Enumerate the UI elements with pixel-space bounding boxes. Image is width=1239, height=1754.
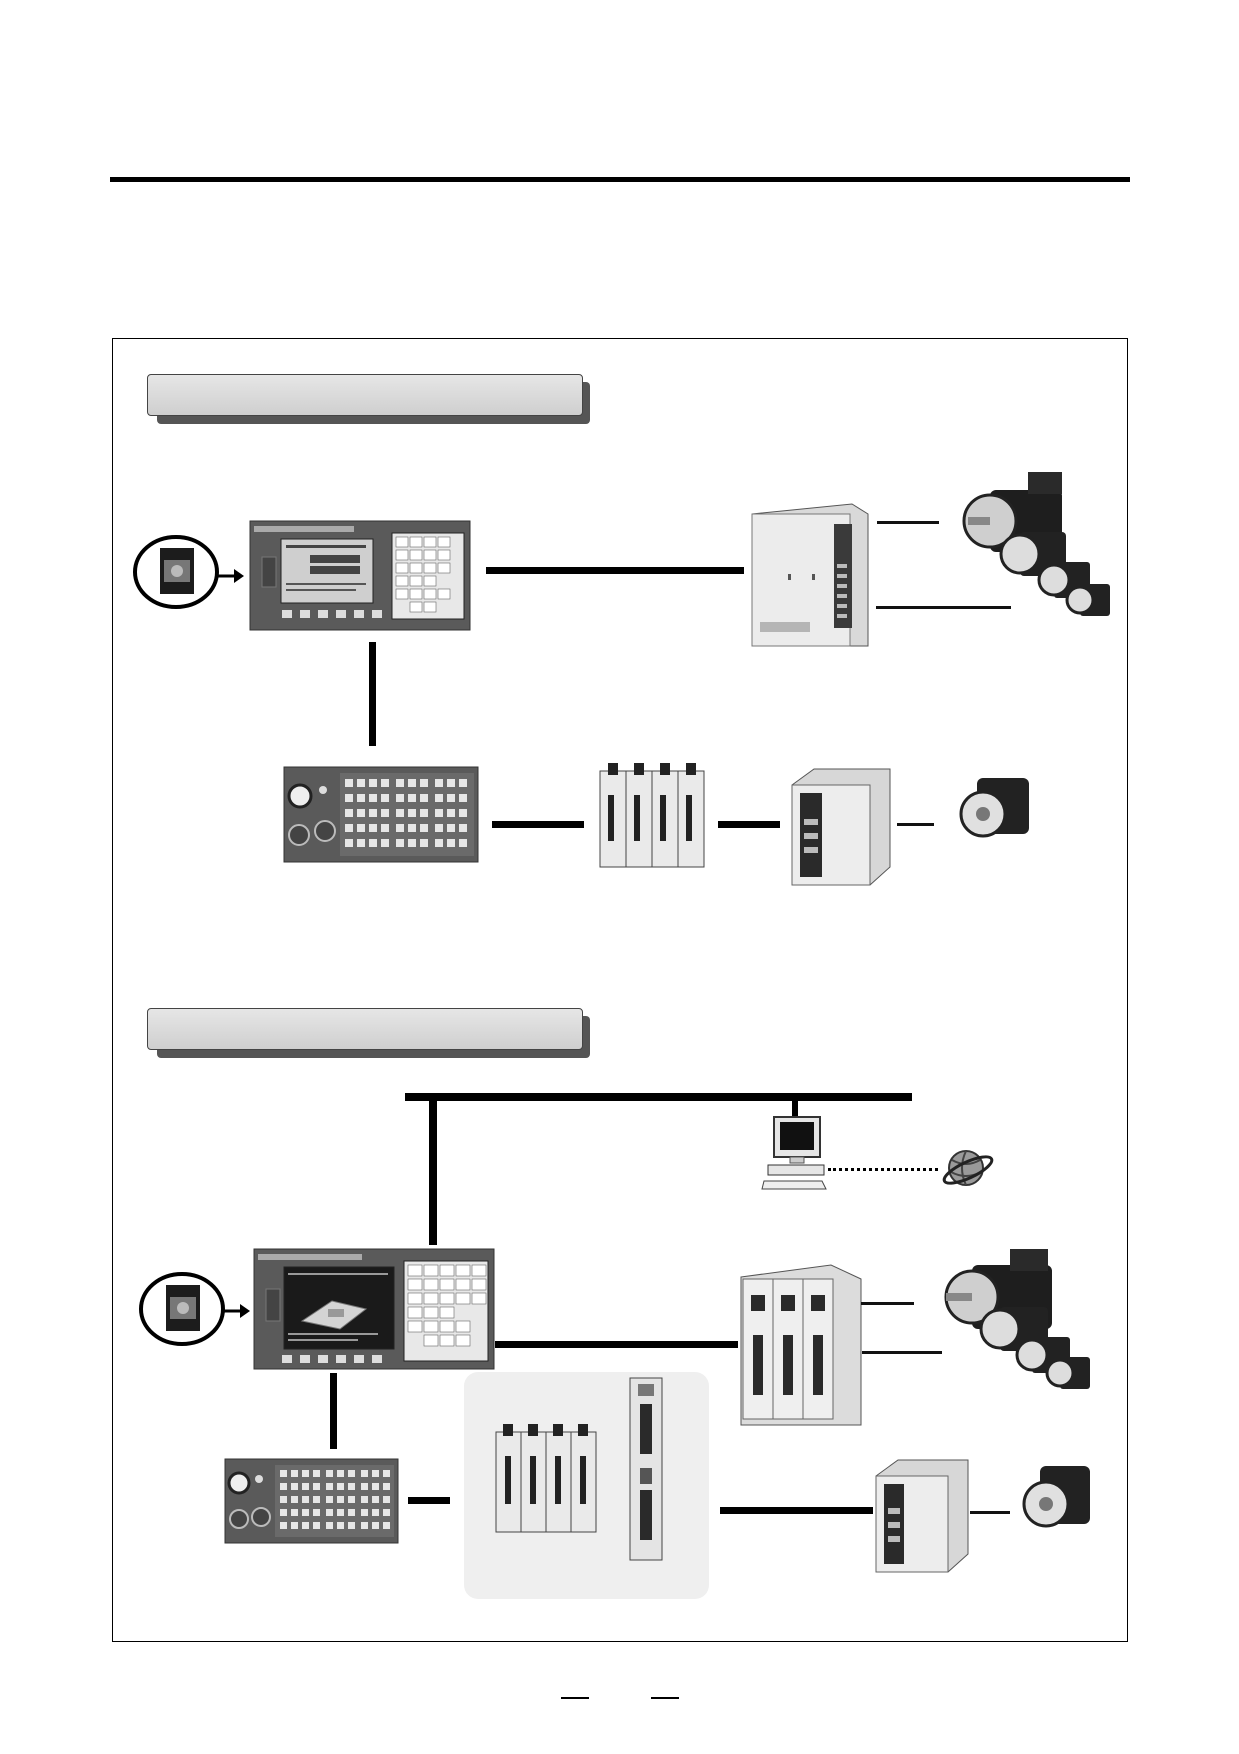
section2-banner (147, 1008, 583, 1050)
connection-line (876, 606, 1011, 609)
connection-line (862, 1351, 942, 1354)
connection-line (897, 823, 934, 826)
footer-dash-right (651, 1697, 679, 1699)
footer-dash-left (561, 1697, 589, 1699)
footer-text-right (640, 1676, 700, 1694)
personal-computer-icon (761, 1116, 827, 1190)
servo-amplifier-icon (875, 1459, 969, 1573)
connection-line (495, 1341, 738, 1348)
memory-card-icon (133, 535, 244, 609)
servo-amplifier-icon (751, 503, 869, 647)
connection-line (330, 1373, 337, 1449)
connection-line (408, 1497, 450, 1504)
servo-amplifier-icon (791, 768, 891, 886)
cnc-control-unit-icon (249, 520, 471, 631)
servo-motor-icon (962, 472, 1110, 616)
connection-line (486, 567, 744, 574)
servo-motor-icon (959, 778, 1029, 838)
memory-card-icon (139, 1272, 250, 1346)
io-module-icon (599, 763, 705, 868)
connection-line (369, 642, 376, 746)
io-board-icon (629, 1377, 663, 1561)
network-bus-line (405, 1093, 912, 1101)
connection-line (492, 821, 584, 828)
section1-banner (147, 374, 583, 416)
servo-motor-icon (944, 1249, 1090, 1389)
connection-line (720, 1507, 873, 1514)
machine-operator-panel-icon (224, 1458, 399, 1544)
footer-text-left (540, 1676, 600, 1694)
internet-globe-icon (942, 1150, 994, 1186)
connection-line (861, 1302, 914, 1305)
cnc-control-unit-icon (253, 1248, 495, 1370)
page-title (110, 140, 1130, 170)
header-rule (110, 177, 1130, 182)
io-module-icon (495, 1424, 597, 1533)
connection-line (718, 821, 780, 828)
diagram-frame (112, 338, 1128, 1642)
servo-motor-icon (1022, 1466, 1090, 1528)
connection-line (429, 1097, 437, 1245)
servo-amplifier-icon (740, 1264, 862, 1426)
connection-line (970, 1511, 1010, 1514)
connection-line (877, 521, 939, 524)
internet-link-line (828, 1168, 938, 1171)
machine-operator-panel-icon (283, 766, 479, 863)
connection-line (792, 1097, 798, 1119)
